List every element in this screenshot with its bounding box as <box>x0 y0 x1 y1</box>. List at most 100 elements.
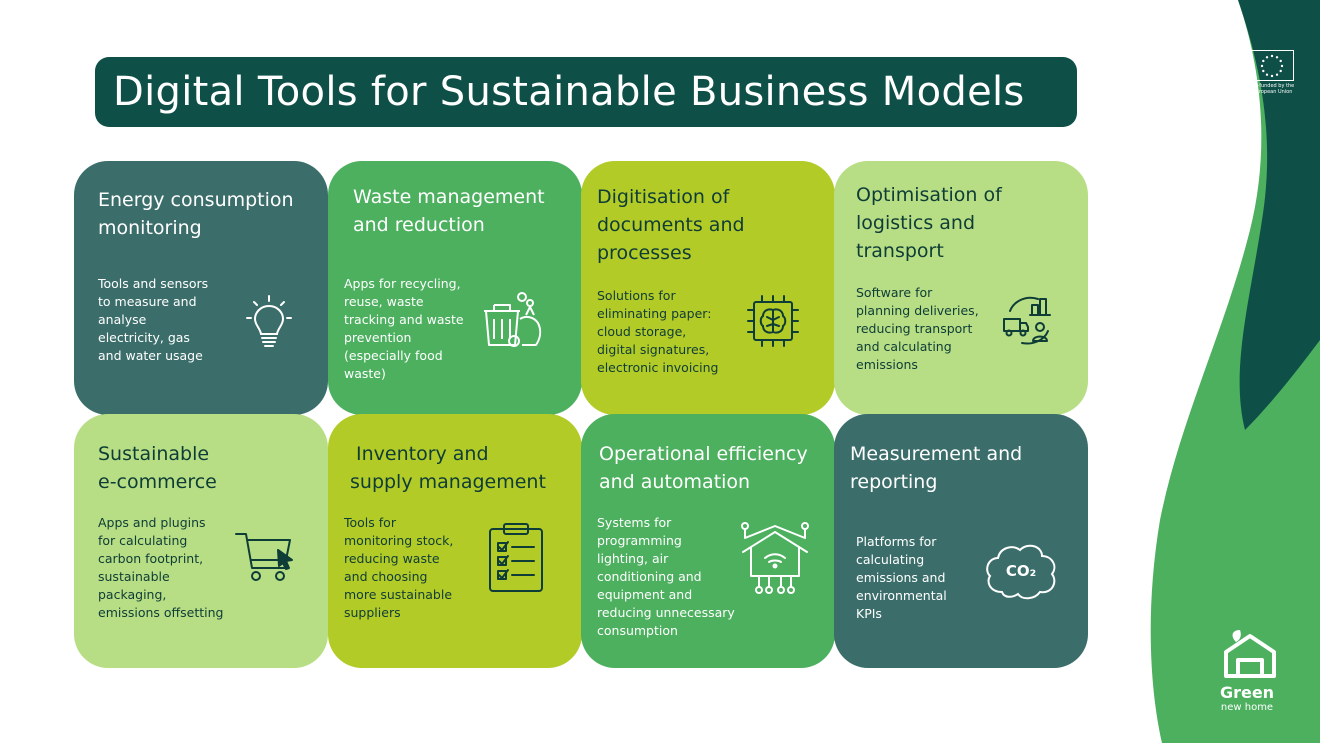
desc-line: Tools and sensors <box>98 276 209 291</box>
shopping-cart-icon <box>235 533 293 581</box>
tile-title-line: transport <box>856 240 944 262</box>
tile-title: Energy consumption monitoring <box>98 186 294 242</box>
desc-line: environmental <box>856 588 947 603</box>
desc-line: analyse <box>98 312 147 327</box>
desc-line: Systems for <box>597 515 672 530</box>
tile-title: Digitisation of documents and processes <box>597 183 745 267</box>
desc-line: eliminating paper: <box>597 306 712 321</box>
tile-title-line: processes <box>597 242 692 264</box>
tile-title-line: Optimisation of <box>856 184 1002 206</box>
tile-description: Apps for recycling, reuse, waste trackin… <box>344 275 474 383</box>
desc-line: prevention <box>344 330 412 345</box>
desc-line: equipment and <box>597 587 693 602</box>
desc-line: consumption <box>597 623 678 638</box>
desc-line: sustainable <box>98 569 170 584</box>
tile-title-line: Inventory and <box>356 443 489 465</box>
tile-description: Systems for programming lighting, air co… <box>597 514 747 640</box>
co2-cloud-icon: CO₂ <box>982 540 1060 604</box>
tile-title-line: e-commerce <box>98 471 217 493</box>
tile-title-line: monitoring <box>98 217 202 239</box>
tile-title-line: supply management <box>350 471 546 493</box>
tile-operational-efficiency: Operational efficiency and automation Sy… <box>581 414 835 668</box>
desc-line: electronic invoicing <box>597 360 719 375</box>
tile-title-line: Operational efficiency <box>599 443 808 465</box>
desc-line: Software for <box>856 285 933 300</box>
co2-label: CO₂ <box>1005 562 1037 580</box>
tile-sustainable-ecommerce: Sustainable e-commerce Apps and plugins … <box>74 414 328 668</box>
title-bar: Digital Tools for Sustainable Business M… <box>95 57 1077 127</box>
tile-title-line: Digitisation of <box>597 186 730 208</box>
desc-line: tracking and waste <box>344 312 464 327</box>
logo-name: Green <box>1219 683 1275 702</box>
desc-line: Solutions for <box>597 288 676 303</box>
desc-line: programming <box>597 533 682 548</box>
desc-line: planning deliveries, <box>856 303 979 318</box>
tile-title-line: documents and <box>597 214 745 236</box>
clipboard-checklist-icon <box>489 523 543 592</box>
tile-title-line: Sustainable <box>98 443 210 465</box>
tile-title: Operational efficiency and automation <box>599 440 808 496</box>
desc-line: for calculating <box>98 533 188 548</box>
desc-line: reducing transport <box>856 321 973 336</box>
tile-description: Tools for monitoring stock, reducing was… <box>344 514 474 622</box>
desc-line: KPIs <box>856 606 882 621</box>
logistics-icon <box>1003 296 1051 345</box>
page-title: Digital Tools for Sustainable Business M… <box>113 69 1025 115</box>
desc-line: monitoring stock, <box>344 533 454 548</box>
tile-description: Tools and sensors to measure and analyse… <box>98 275 246 365</box>
tile-energy-consumption: Energy consumption monitoring Tools and … <box>74 161 328 415</box>
tile-title-line: and reduction <box>353 214 485 236</box>
desc-line: emissions offsetting <box>98 605 224 620</box>
tile-title-line: Measurement and <box>850 443 1023 465</box>
tile-title-line: and automation <box>599 471 751 493</box>
desc-line: packaging, <box>98 587 167 602</box>
tile-title: Sustainable e-commerce <box>98 440 217 496</box>
desc-line: Apps for recycling, <box>344 276 461 291</box>
brain-chip-icon <box>747 295 799 347</box>
tile-description: Apps and plugins for calculating carbon … <box>98 514 238 622</box>
tile-title: Inventory and supply management <box>350 440 546 496</box>
tile-title-line: Waste management <box>353 186 545 208</box>
desc-line: electricity, gas <box>98 330 190 345</box>
desc-line: and calculating <box>856 339 952 354</box>
desc-line: lighting, air <box>597 551 669 566</box>
desc-line: (especially food <box>344 348 443 363</box>
desc-line: to measure and <box>98 294 197 309</box>
tile-measurement-reporting: Measurement and reporting Platforms for … <box>834 414 1088 668</box>
desc-line: Tools for <box>344 515 396 530</box>
tile-title: Measurement and reporting <box>850 440 1022 496</box>
tile-title: Waste management and reduction <box>353 183 545 239</box>
green-new-home-logo: Green new home <box>1212 628 1282 713</box>
desc-line: Platforms for <box>856 534 937 549</box>
house-leaf-icon <box>1224 630 1276 678</box>
logo-subtitle: new home <box>1220 702 1274 713</box>
smart-home-icon <box>741 522 809 594</box>
desc-line: reuse, waste <box>344 294 424 309</box>
tile-title-line: Energy consumption <box>98 189 294 211</box>
tile-description: Platforms for calculating emissions and … <box>856 533 976 623</box>
desc-line: calculating <box>856 552 925 567</box>
eu-badge: Co-funded by the European Union <box>1249 50 1296 98</box>
tile-title-line: reporting <box>850 471 938 493</box>
tile-digitisation: Digitisation of documents and processes … <box>581 161 835 415</box>
eu-badge-text: Co-funded by the European Union <box>1250 83 1295 95</box>
desc-line: conditioning and <box>597 569 702 584</box>
desc-line: waste) <box>344 366 386 381</box>
desc-line: and water usage <box>98 348 203 363</box>
tile-title: Optimisation of logistics and transport <box>856 181 1002 265</box>
desc-line: more sustainable <box>344 587 453 602</box>
waste-bin-icon <box>484 292 542 347</box>
tile-waste-management: Waste management and reduction Apps for … <box>328 161 582 415</box>
tile-inventory: Inventory and supply management Tools fo… <box>328 414 582 668</box>
desc-line: emissions <box>856 357 918 372</box>
desc-line: cloud storage, <box>597 324 687 339</box>
tile-description: Solutions for eliminating paper: cloud s… <box>597 287 732 377</box>
desc-line: and choosing <box>344 569 428 584</box>
desc-line: reducing unnecessary <box>597 605 735 620</box>
desc-line: emissions and <box>856 570 946 585</box>
tile-logistics: Optimisation of logistics and transport … <box>834 161 1088 415</box>
tile-description: Software for planning deliveries, reduci… <box>856 284 996 374</box>
desc-line: Apps and plugins <box>98 515 206 530</box>
desc-line: carbon footprint, <box>98 551 204 566</box>
